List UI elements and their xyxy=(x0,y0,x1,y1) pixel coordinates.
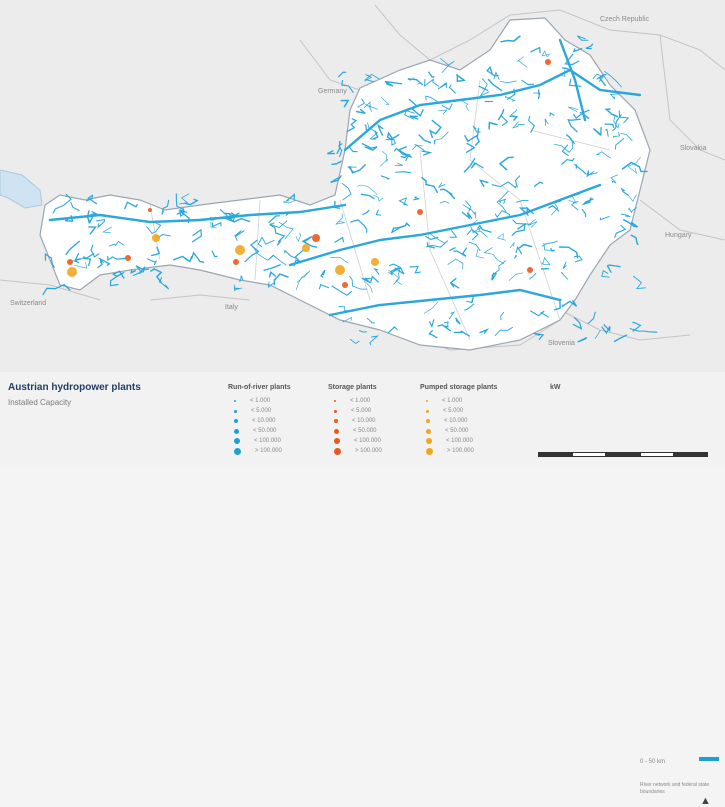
legend-row-label: < 50.000 xyxy=(353,428,377,434)
legend-row-label: < 10.000 xyxy=(252,418,276,424)
legend-row: > 100.000 xyxy=(420,446,535,456)
north-arrow-icon: ▲ xyxy=(700,795,711,807)
legend-subtitle: Installed Capacity xyxy=(8,398,71,407)
legend-row-label: > 100.000 xyxy=(447,448,474,454)
legend-row-label: < 100.000 xyxy=(354,438,381,444)
scale-label: 0 - 50 km xyxy=(640,759,665,765)
legend-symbol xyxy=(234,429,239,434)
legend-symbol xyxy=(426,429,431,434)
legend-symbol xyxy=(234,419,238,423)
legend-row: > 100.000 xyxy=(228,446,343,456)
legend-row: < 100.000 xyxy=(420,436,535,446)
legend-symbol xyxy=(334,429,339,434)
legend-row: < 1.000 xyxy=(420,396,535,406)
legend-symbol xyxy=(334,400,336,402)
river-segment xyxy=(539,90,540,98)
legend-row: < 5.000 xyxy=(228,406,343,416)
legend-symbol xyxy=(426,419,430,423)
plant-marker xyxy=(417,209,423,215)
legend-row: < 10.000 xyxy=(420,416,535,426)
plant-marker xyxy=(235,245,245,255)
legend-symbol xyxy=(426,410,429,413)
legend-title: Austrian hydropower plants xyxy=(8,382,141,393)
plant-marker xyxy=(527,267,533,273)
plant-marker xyxy=(148,208,152,212)
legend-row: < 1.000 xyxy=(228,396,343,406)
plant-marker xyxy=(302,244,310,252)
legend-row-label: > 100.000 xyxy=(255,448,282,454)
boundary-note: River network and federal state boundari… xyxy=(640,782,710,796)
plant-marker xyxy=(67,267,77,277)
plant-marker xyxy=(67,259,73,265)
plant-marker xyxy=(233,259,239,265)
legend-row-label: < 10.000 xyxy=(444,418,468,424)
legend-row-label: < 5.000 xyxy=(251,408,271,414)
label-italy: Italy xyxy=(225,304,238,311)
legend-symbol xyxy=(334,438,340,444)
legend-col-run-of-river: Run-of-river plants < 1.000 < 5.000 < 10.0… xyxy=(228,384,343,456)
legend-col-title: Pumped storage plants xyxy=(420,384,535,396)
legend-col-pumped-storage: Pumped storage plants < 1.000 < 5.000 < 10… xyxy=(420,384,535,456)
legend-row-label: < 1.000 xyxy=(442,398,462,404)
plant-marker xyxy=(371,258,379,266)
label-germany: Germany xyxy=(318,88,347,95)
legend-symbol xyxy=(334,410,337,413)
legend-symbol xyxy=(234,438,240,444)
legend-row-label: < 1.000 xyxy=(350,398,370,404)
legend-row-label: > 100.000 xyxy=(355,448,382,454)
river-swatch xyxy=(699,757,719,761)
label-czech: Czech Republic xyxy=(600,16,649,23)
plant-marker xyxy=(125,255,131,261)
legend-symbol xyxy=(334,419,338,423)
legend-symbol xyxy=(426,438,432,444)
legend-row: < 10.000 xyxy=(228,416,343,426)
legend-row-label: < 5.000 xyxy=(351,408,371,414)
legend-row-label: < 1.000 xyxy=(250,398,270,404)
legend-symbol xyxy=(426,400,428,402)
legend-symbol xyxy=(426,448,433,455)
legend-unit: kW xyxy=(550,384,561,391)
legend-row-label: < 5.000 xyxy=(443,408,463,414)
river-segment xyxy=(234,288,239,289)
legend-row-label: < 10.000 xyxy=(352,418,376,424)
legend-symbol xyxy=(234,448,241,455)
legend-symbol xyxy=(334,448,341,455)
legend-col-title: Run-of-river plants xyxy=(228,384,343,396)
scale-bar xyxy=(538,452,708,458)
legend-row: < 50.000 xyxy=(228,426,343,436)
legend-row-label: < 50.000 xyxy=(445,428,469,434)
label-hungary: Hungary xyxy=(665,232,691,239)
legend-symbol xyxy=(234,400,236,402)
legend-symbol xyxy=(234,410,237,413)
plant-marker xyxy=(152,234,160,242)
plant-marker xyxy=(335,265,345,275)
label-switzerland: Switzerland xyxy=(10,300,46,307)
legend-row-label: < 50.000 xyxy=(253,428,277,434)
scale-legend: 0 - 50 km xyxy=(640,750,719,768)
plant-marker xyxy=(342,282,348,288)
plant-marker xyxy=(312,234,320,242)
legend-row: < 5.000 xyxy=(420,406,535,416)
legend-row-label: < 100.000 xyxy=(254,438,281,444)
label-slovenia: Slovenia xyxy=(548,340,575,347)
legend-row-label: < 100.000 xyxy=(446,438,473,444)
plant-marker xyxy=(545,59,551,65)
legend-row: < 50.000 xyxy=(420,426,535,436)
legend-row: < 100.000 xyxy=(228,436,343,446)
label-slovakia: Slovakia xyxy=(680,145,706,152)
